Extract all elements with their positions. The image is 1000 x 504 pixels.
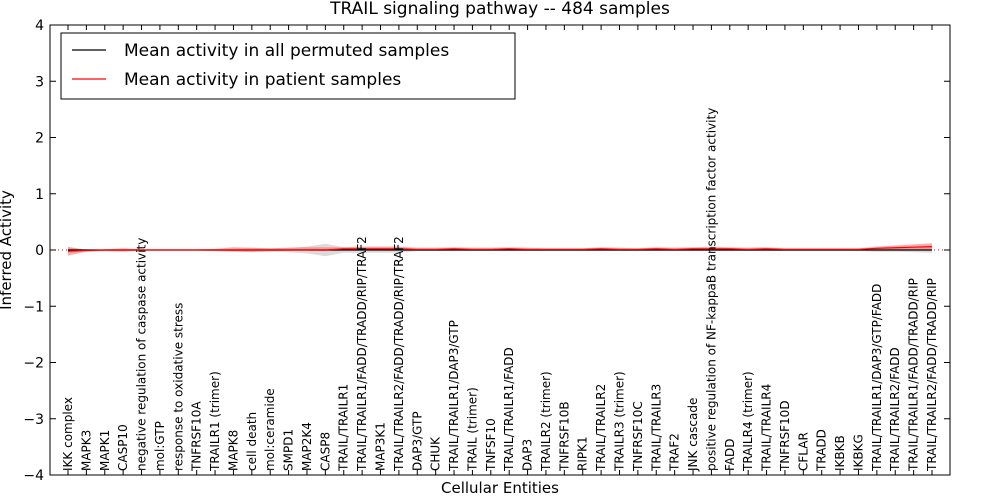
y-tick-label: −2 [23, 356, 44, 372]
x-tick-label: negative regulation of caspase activity [135, 238, 149, 471]
x-tick-label: TRAILR3 (trimer) [612, 371, 626, 472]
x-tick-label: TRAIL/TRAILR3 [649, 384, 663, 472]
series-line-1 [67, 246, 933, 252]
x-tick-label: DAP3/GTP [410, 411, 424, 471]
x-tick-label: TRAIL (trimer) [465, 387, 479, 472]
legend-label-1: Mean activity in patient samples [124, 70, 401, 90]
x-tick-label: TRAIL/TRAILR2/FADD/TRADD/RIP [925, 278, 939, 472]
x-tick-label: FADD [723, 439, 737, 472]
x-tick-label: TNFRSF10B [557, 401, 571, 472]
y-tick-label: 4 [35, 18, 44, 34]
legend-box [60, 32, 516, 100]
x-tick-label: TRAIL/TRAILR1 [337, 384, 351, 472]
y-tick-label: −4 [23, 468, 44, 484]
x-tick-label: MAP3K1 [374, 422, 388, 471]
x-tick-label: MAPK3 [79, 430, 93, 471]
x-tick-label: MAP2K4 [300, 422, 314, 471]
x-tick-label: TRAILR1 (trimer) [208, 371, 222, 472]
x-tick-label: CHUK [429, 436, 443, 471]
x-tick-label: RIPK1 [576, 436, 590, 471]
x-tick-label: MAPK1 [98, 430, 112, 471]
x-axis-label: Cellular Entities [441, 479, 559, 497]
x-tick-label: TRAIL/TRAILR1/DAP3/GTP/FADD [870, 284, 884, 472]
x-tick-label: IKBKB [833, 435, 847, 471]
x-tick-label: IKBKG [851, 434, 865, 471]
x-tick-label: DAP3 [521, 439, 535, 471]
chart-title: TRAIL signaling pathway -- 484 samples [329, 0, 670, 19]
x-tick-label: SMPD1 [282, 429, 296, 471]
x-tick-label: TRAIL/TRAILR1/FADD/TRADD/RIP/TRAF2 [355, 236, 369, 472]
x-tick-label: mol:GTP [153, 421, 167, 471]
x-tick-label: TRAIL/TRAILR1/FADD [502, 347, 516, 472]
x-tick-label: TNFSF10 [484, 418, 498, 472]
x-tick-label: positive regulation of NF-kappaB transcr… [704, 108, 718, 471]
x-tick-label: TRAIL/TRAILR2 [594, 384, 608, 472]
x-tick-label: mol:ceramide [263, 388, 277, 471]
x-tick-label: JNK cascade [686, 398, 700, 472]
x-tick-label: IKK complex [61, 397, 75, 471]
x-tick-label: TRAIL/TRAILR2/FADD/TRADD/RIP/TRAF2 [392, 236, 406, 472]
x-tick-label: CASP8 [318, 432, 332, 471]
y-tick-label: 0 [35, 243, 44, 259]
y-tick-label: 1 [35, 187, 44, 203]
x-tick-label: response to oxidative stress [171, 303, 185, 471]
x-tick-label: TRAIL/TRAILR4 [760, 384, 774, 472]
x-tick-label: TNFRSF10C [631, 401, 645, 472]
x-tick-label: TRAILR4 (trimer) [741, 371, 755, 472]
x-tick-label: cell death [245, 412, 259, 471]
x-tick-label: TNFRSF10D [778, 400, 792, 472]
x-tick-label: TRAIL/TRAILR1/DAP3/GTP [447, 320, 461, 472]
y-tick-label: 2 [35, 131, 44, 147]
x-tick-labels: IKK complex MAPK3 MAPK1 CASP10 negative regu… [61, 108, 939, 472]
x-tick-label: TRAIL/TRAILR1/FADD/TRADD/RIP [907, 278, 921, 472]
x-tick-label: TRAIL/TRAILR2/FADD [888, 347, 902, 472]
y-tick-label: −1 [23, 299, 44, 315]
legend-label-0: Mean activity in all permuted samples [124, 41, 449, 61]
x-tick-label: TNFRSF10A [190, 401, 204, 472]
x-tick-label: MAPK8 [226, 430, 240, 471]
y-tick-label: 3 [35, 74, 44, 90]
legend: Mean activity in all permuted samplesMea… [60, 32, 516, 100]
y-axis-label: Inferred Activity [0, 190, 15, 310]
y-tick-label: −3 [23, 412, 44, 428]
x-tick-label: CFLAR [796, 432, 810, 471]
series-lines [67, 246, 933, 252]
x-tick-label: TRAF2 [668, 433, 682, 472]
axes: −4 −3 −2 −1 0 1 2 3 4 [23, 18, 951, 484]
x-tick-label: TRADD [815, 429, 829, 472]
x-tick-label: CASP10 [116, 424, 130, 471]
x-tick-label: TRAILR2 (trimer) [539, 371, 553, 472]
